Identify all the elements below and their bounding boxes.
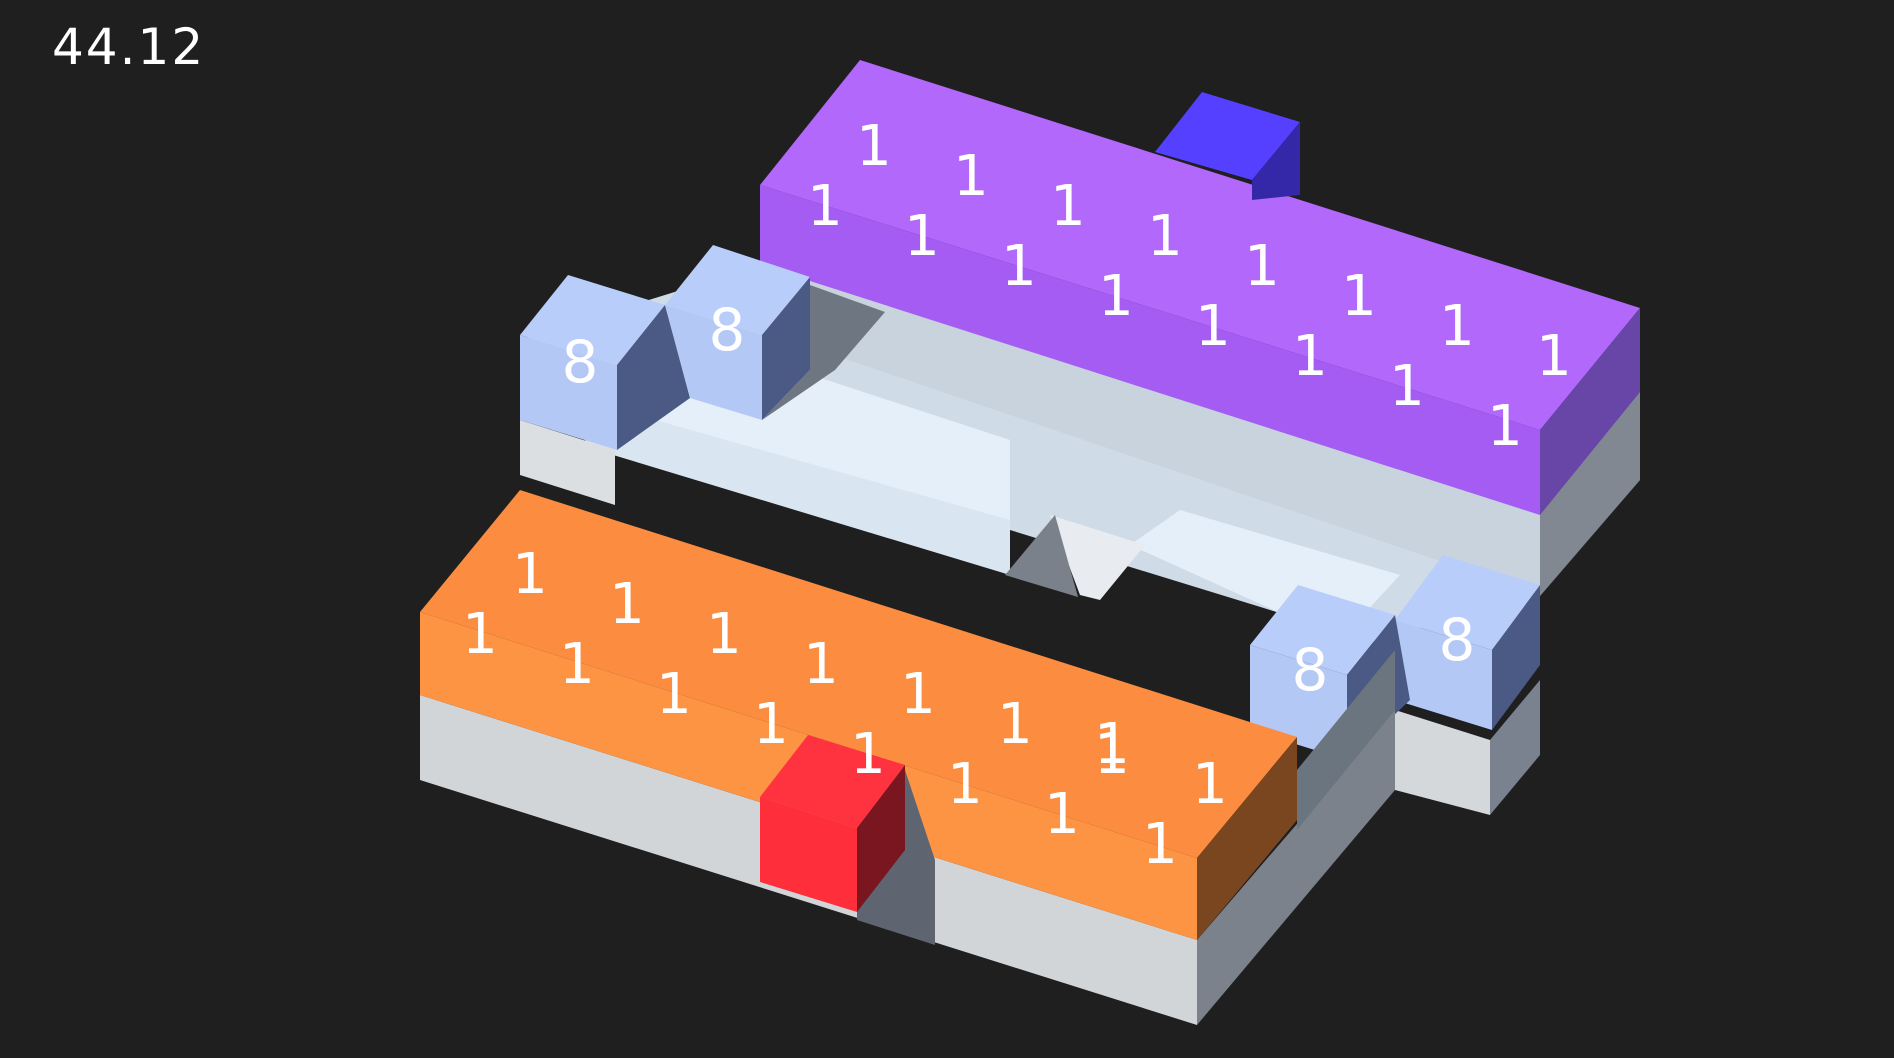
purple-block bbox=[760, 60, 1640, 595]
orange-digit-1: 1 bbox=[609, 572, 645, 637]
blue-block-4-label: 8 bbox=[1439, 606, 1476, 674]
blue-block-2-label: 8 bbox=[709, 296, 746, 364]
purple-digit-2: 1 bbox=[1050, 174, 1086, 239]
purple-digit-13: 1 bbox=[1292, 324, 1328, 389]
orange-digit-3: 1 bbox=[803, 632, 839, 697]
purple-block-front bbox=[760, 185, 1540, 515]
orange-base-mid bbox=[1297, 650, 1395, 830]
purple-digit-11: 1 bbox=[1098, 264, 1134, 329]
blue-block-1-front bbox=[520, 335, 617, 450]
orange-digit-0: 1 bbox=[512, 542, 548, 607]
orange-digit-9: 1 bbox=[559, 632, 595, 697]
blue-block-4-top bbox=[1395, 555, 1540, 650]
base-slab-left-face bbox=[520, 420, 615, 505]
timer-readout: 44.12 bbox=[52, 18, 206, 76]
player-cube bbox=[760, 735, 935, 945]
purple-digit-3: 1 bbox=[1147, 204, 1183, 269]
purple-digit-15: 1 bbox=[1487, 394, 1523, 459]
eight-labels: 8 8 8 8 bbox=[562, 296, 1476, 704]
blue-block-2-shadow bbox=[762, 285, 885, 420]
goal-cube bbox=[1155, 92, 1300, 200]
purple-digit-1: 1 bbox=[953, 144, 989, 209]
purple-digit-9: 1 bbox=[904, 204, 940, 269]
blue-block-2-top bbox=[665, 245, 810, 335]
purple-digit-12: 1 bbox=[1195, 294, 1231, 359]
orange-digit-15: 1 bbox=[1142, 812, 1178, 877]
purple-block-top bbox=[760, 60, 1640, 430]
orange-digit-7: 1 bbox=[1192, 752, 1228, 817]
orange-digit-2: 1 bbox=[706, 602, 742, 667]
blue-block-4-front bbox=[1395, 620, 1492, 730]
purple-digit-4: 1 bbox=[1244, 234, 1280, 299]
goal-cube-side bbox=[1252, 122, 1300, 200]
purple-digit-10: 1 bbox=[1001, 234, 1037, 299]
orange-block-top bbox=[420, 490, 1297, 858]
orange-digit-8: 1 bbox=[462, 602, 498, 667]
blue-block-2-front bbox=[665, 305, 762, 420]
purple-digit-14: 1 bbox=[1389, 354, 1425, 419]
floor-gap bbox=[1050, 515, 1145, 600]
blue-block-1 bbox=[520, 275, 690, 450]
blue-block-right-base bbox=[1395, 680, 1540, 815]
orange-digit-6: 1 bbox=[1094, 722, 1130, 787]
player-cube-top bbox=[760, 735, 905, 828]
purple-block-lower-right bbox=[1540, 390, 1640, 595]
player-cube-front bbox=[760, 797, 857, 912]
purple-digit-6: 1 bbox=[1439, 294, 1475, 359]
purple-digit-0: 1 bbox=[856, 114, 892, 179]
right-pillar-front bbox=[1395, 710, 1490, 815]
purple-digit-7: 1 bbox=[1536, 324, 1572, 389]
spike-shadow bbox=[1005, 515, 1078, 597]
blue-block-3-top bbox=[1250, 585, 1395, 675]
purple-digit-8: 1 bbox=[807, 174, 843, 239]
player-cube-side bbox=[857, 765, 905, 912]
orange-base-right bbox=[1197, 710, 1395, 1025]
orange-digit-16: 1 bbox=[1094, 712, 1130, 777]
purple-block-lower-front bbox=[760, 250, 1540, 595]
orange-digit-10: 1 bbox=[656, 662, 692, 727]
orange-digit-5: 1 bbox=[997, 692, 1033, 757]
blue-block-2-side bbox=[762, 277, 810, 420]
orange-digit-13: 1 bbox=[947, 752, 983, 817]
goal-cube-top bbox=[1155, 92, 1300, 180]
purple-block-right bbox=[1540, 308, 1640, 515]
blue-block-4-side bbox=[1492, 585, 1540, 730]
orange-digit-12: 1 bbox=[850, 722, 886, 787]
blue-block-1-label: 8 bbox=[562, 328, 599, 396]
right-pillar-side bbox=[1490, 680, 1540, 815]
blue-block-3-label: 8 bbox=[1292, 636, 1329, 704]
blue-block-1-top bbox=[520, 275, 665, 365]
blue-block-2 bbox=[665, 245, 885, 420]
blue-block-4 bbox=[1395, 555, 1540, 730]
purple-digit-labels: 1 1 1 1 1 1 1 1 1 1 1 1 1 1 1 1 bbox=[807, 114, 1572, 459]
orange-digit-4: 1 bbox=[900, 662, 936, 727]
orange-block-right bbox=[1197, 737, 1297, 940]
purple-digit-5: 1 bbox=[1341, 264, 1377, 329]
orange-digit-11: 1 bbox=[753, 692, 789, 757]
blue-block-1-side bbox=[617, 305, 690, 450]
orange-digit-labels: 1 1 1 1 1 1 1 1 1 1 1 1 1 1 1 1 1 bbox=[462, 542, 1228, 877]
orange-digit-14: 1 bbox=[1044, 782, 1080, 847]
